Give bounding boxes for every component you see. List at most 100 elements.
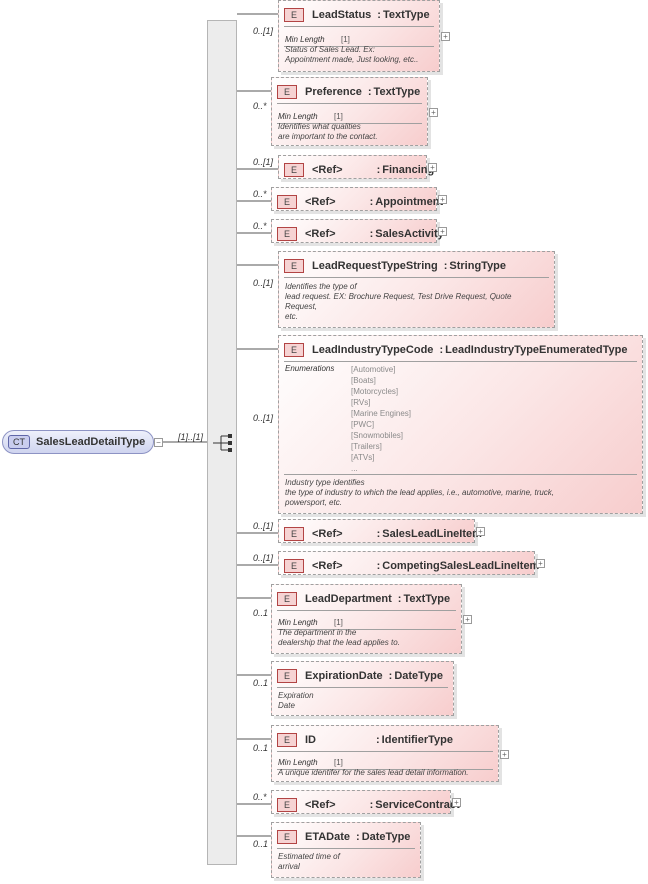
facet-value: [1] (334, 618, 343, 627)
expand-toggle-icon[interactable]: + (463, 615, 472, 624)
element-header: E<Ref>:SalesActivity (277, 225, 444, 243)
complex-type-node[interactable]: CT SalesLeadDetailType (2, 430, 154, 454)
type-separator: : (377, 9, 381, 21)
occurrence-label: 0..[1] (253, 278, 274, 288)
element-name: <Ref> (305, 196, 336, 208)
element-card[interactable]: E<Ref>:Appointment (271, 187, 443, 211)
expand-toggle-icon[interactable]: + (536, 559, 545, 568)
element-badge: E (277, 830, 297, 844)
element-type: IdentifierType (381, 734, 453, 746)
element-badge: E (284, 8, 304, 22)
enumeration-value: [Motorcycles] (351, 387, 399, 396)
element-name: LeadIndustryTypeCode (312, 344, 434, 356)
element-type: StringType (449, 260, 507, 272)
element-divider (284, 277, 549, 278)
element-divider (284, 361, 637, 362)
facet-label: Min Length (278, 112, 318, 121)
facet-divider (277, 769, 493, 770)
element-type: ServiceContract (375, 799, 460, 811)
type-separator: : (376, 734, 380, 746)
element-type: Financing (382, 164, 435, 176)
enumeration-divider (284, 474, 637, 475)
element-card[interactable]: E<Ref>:ServiceContract (271, 790, 460, 814)
expand-toggle-icon[interactable]: + (438, 195, 447, 204)
element-divider (277, 687, 448, 688)
enumeration-value: [RVs] (351, 398, 371, 407)
type-separator: : (376, 560, 381, 572)
facet-divider (284, 46, 434, 47)
enumeration-value: [ATVs] (351, 453, 375, 462)
element-header: E<Ref>:Appointment (277, 193, 443, 211)
element-documentation: Status of Sales Lead. Ex:Appointment mad… (285, 45, 419, 64)
facet-divider (277, 123, 422, 124)
element-type: DateType (361, 831, 411, 843)
element-header: E<Ref>:SalesLeadLineItem (284, 525, 482, 543)
element-name: LeadRequestTypeString (312, 260, 438, 272)
occurrence-label: 0..1 (253, 678, 269, 688)
element-name: ExpirationDate (305, 670, 383, 682)
element-divider (277, 848, 415, 849)
enumeration-list: [Automotive][Boats][Motorcycles][RVs][Ma… (351, 364, 411, 474)
element-card[interactable]: E<Ref>:CompetingSalesLeadLineItem (278, 551, 539, 575)
occurrence-label: 0..[1] (253, 413, 274, 423)
element-name: <Ref> (312, 164, 343, 176)
occurrence-label: 0..[1] (253, 26, 274, 36)
sequence-compositor-icon[interactable] (213, 433, 235, 453)
element-card[interactable]: E<Ref>:Financing (278, 155, 434, 179)
element-type: TextType (403, 593, 451, 605)
element-header: E<Ref>:ServiceContract (277, 796, 460, 814)
expand-toggle-icon[interactable]: + (428, 163, 437, 172)
element-name: <Ref> (312, 560, 343, 572)
enumeration-value: [Snowmobiles] (351, 431, 404, 440)
element-card[interactable]: E<Ref>:SalesLeadLineItem (278, 519, 482, 543)
expand-toggle-icon[interactable]: + (452, 798, 461, 807)
expand-toggle-icon[interactable]: + (476, 527, 485, 536)
facet-value: [1] (334, 112, 343, 121)
expand-toggle-icon[interactable]: + (500, 750, 509, 759)
element-badge: E (277, 227, 297, 241)
enumeration-value: [Automotive] (351, 365, 396, 374)
element-type: TextType (382, 9, 430, 21)
element-divider (277, 751, 493, 752)
type-separator: : (369, 228, 374, 240)
enumerations-label: Enumerations (285, 364, 335, 373)
collapse-toggle-icon[interactable]: − (154, 438, 163, 447)
expand-toggle-icon[interactable]: + (438, 227, 447, 236)
element-badge: E (277, 592, 297, 606)
type-separator: : (376, 164, 381, 176)
element-name: <Ref> (305, 799, 336, 811)
expand-toggle-icon[interactable]: + (429, 108, 438, 117)
element-type: LeadIndustryTypeEnumeratedType (445, 344, 628, 356)
facet-value: [1] (341, 35, 350, 44)
element-name: <Ref> (305, 228, 336, 240)
element-badge: E (277, 733, 297, 747)
element-name: ETADate (305, 831, 351, 843)
occurrence-label: 0..* (253, 221, 267, 231)
element-card[interactable]: E<Ref>:SalesActivity (271, 219, 444, 243)
element-badge: E (277, 85, 297, 99)
expand-toggle-icon[interactable]: + (441, 32, 450, 41)
complex-type-badge: CT (8, 435, 30, 449)
element-name: Preference (305, 86, 362, 98)
occurrence-label: 0..1 (253, 839, 269, 849)
type-separator: : (369, 799, 374, 811)
facet-label: Min Length (278, 758, 318, 767)
type-separator: : (443, 260, 448, 272)
